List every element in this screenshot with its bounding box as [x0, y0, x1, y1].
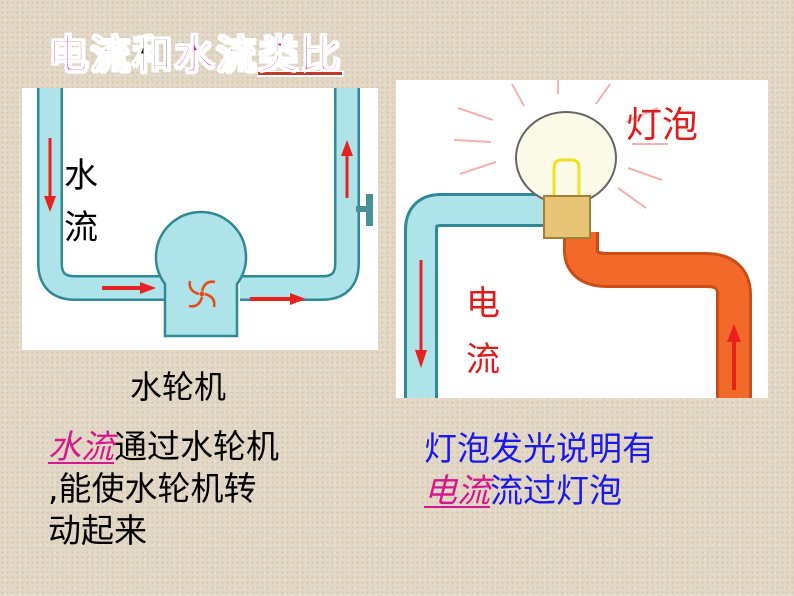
bulb-base — [543, 195, 591, 239]
water-flow-explanation: 水流通过水轮机 ,能使水轮机转 动起来 — [48, 426, 279, 552]
title-part-current: 电流 — [47, 31, 132, 79]
light-rays-icon — [453, 80, 668, 209]
explanation-line-1: 水流通过水轮机 — [48, 426, 279, 468]
water-flow-diagram: 水 流 — [22, 88, 378, 350]
current-arrow-up-icon — [727, 324, 741, 390]
valve-handle — [366, 194, 373, 226]
electric-current-diagram: 灯泡 电 流 — [396, 80, 768, 398]
water-flow-label-line2: 流 — [64, 208, 98, 248]
electric-current-label-line1: 电 — [466, 284, 500, 324]
orange-wire — [566, 232, 749, 398]
current-arrow-down-icon — [415, 260, 427, 368]
water-flow-term: 水流 — [48, 427, 114, 466]
flow-arrow-up-icon — [341, 140, 353, 198]
page-title: 电流和水流类比 — [47, 22, 342, 80]
current-explanation-line-1: 灯泡发光说明有 — [424, 429, 655, 468]
title-part-water: 水流 — [173, 31, 258, 79]
water-flow-label: 水 流 — [64, 150, 98, 254]
explanation-line-2: ,能使水轮机转 — [48, 469, 257, 508]
turbine-caption: 水轮机 — [130, 368, 227, 406]
blue-wire — [407, 196, 546, 398]
electric-current-explanation: 灯泡发光说明有 电流流过灯泡 — [424, 428, 655, 512]
bulb-filament — [552, 158, 581, 202]
bulb-glass — [515, 111, 617, 205]
flow-arrow-right-icon — [250, 293, 306, 305]
electric-current-label: 电 流 — [466, 276, 500, 388]
circuit-drawing — [404, 80, 752, 398]
turbine-fan-icon — [188, 280, 216, 308]
title-part-analogy: 类比 — [257, 31, 342, 79]
electric-current-term: 电流 — [424, 471, 490, 510]
title-part-and: 和 — [131, 31, 174, 79]
current-explanation-line-2-rest: 流过灯泡 — [490, 471, 622, 510]
bulb-label: 灯泡 — [626, 105, 699, 146]
water-flow-label-line1: 水 — [64, 156, 98, 196]
water-pipe-drawing — [37, 88, 373, 338]
valve-stem — [356, 206, 366, 212]
current-explanation-line-2: 电流流过灯泡 — [424, 470, 655, 512]
turbine-housing — [154, 210, 248, 338]
explanation-line-1-rest: 通过水轮机 — [114, 427, 279, 466]
flow-arrow-right-icon — [102, 282, 156, 294]
explanation-line-3: 动起来 — [48, 511, 147, 550]
flow-arrow-down-icon — [44, 138, 56, 212]
electric-current-label-line2: 流 — [466, 340, 500, 380]
turbine-duct-cover — [172, 279, 230, 298]
water-pipe — [39, 88, 358, 299]
